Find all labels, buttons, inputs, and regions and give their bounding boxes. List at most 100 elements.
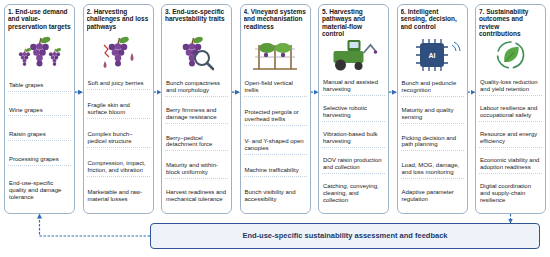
item-list: Table grapesWine grapesRaisin grapesProc… bbox=[8, 74, 71, 210]
list-item: Bunch visibility and accessibility bbox=[244, 188, 307, 205]
flow-arrow bbox=[154, 92, 162, 93]
icon-space bbox=[87, 38, 150, 74]
list-item: Protected pergola or overhead trellis bbox=[244, 108, 307, 126]
sustainability-icon-part bbox=[504, 47, 518, 62]
item-list: Soft and juicy berriesFragile skin and s… bbox=[87, 74, 150, 210]
item-list: Quality-loss reduction and yield retenti… bbox=[479, 74, 542, 210]
list-item: Digital coordination and supply-chain re… bbox=[479, 182, 542, 206]
harvester-icon bbox=[334, 40, 378, 71]
harvester-icon-part bbox=[374, 50, 378, 54]
list-item: Table grapes bbox=[8, 81, 71, 92]
ai-chip-icon-part bbox=[420, 43, 444, 67]
grape-cluster bbox=[49, 47, 62, 66]
list-item: Resource and energy efficiency bbox=[479, 130, 542, 148]
ai-chip-icon bbox=[416, 39, 460, 71]
harvester-icon-part bbox=[355, 62, 363, 70]
harvester-icon-part bbox=[335, 60, 346, 71]
list-item: Manual and assisted harvesting bbox=[322, 78, 385, 96]
list-item: Complex bunch–pedicel structure bbox=[87, 130, 150, 148]
list-item: Picking decision and path planning bbox=[401, 134, 464, 152]
sustainability-icon-part bbox=[505, 52, 515, 62]
inspection-icon bbox=[183, 36, 213, 69]
trellis-icon-part bbox=[264, 53, 268, 57]
flow-arrow bbox=[311, 92, 319, 93]
flow-arrow bbox=[389, 92, 397, 93]
trellis-icon-part bbox=[275, 43, 291, 53]
list-item: Fragile skin and surface bloom bbox=[87, 101, 150, 119]
stage-panel: 5. Harvesting pathways and material-flow… bbox=[318, 4, 389, 214]
damaged-grape-icon-part bbox=[104, 45, 109, 57]
stage-panel: 3. End-use-specific harvestability trait… bbox=[161, 4, 232, 214]
list-item: Catching, conveying, cleaning, and colle… bbox=[322, 182, 385, 206]
harvester-icon-part bbox=[350, 42, 359, 48]
list-item: Maturity and within-block uniformity bbox=[165, 161, 228, 179]
grape-cluster bbox=[30, 36, 51, 67]
harvester-icon-part bbox=[364, 45, 376, 53]
panel-heading: 7. Sustainability outcomes and review co… bbox=[479, 8, 542, 38]
grape-cluster bbox=[109, 36, 130, 67]
list-item: Processing grapes bbox=[8, 155, 71, 166]
list-item: Raisin grapes bbox=[8, 130, 71, 141]
panel-heading: 4. Vineyard systems and mechanisation re… bbox=[244, 8, 307, 38]
item-list: Manual and assisted harvestingSelective … bbox=[322, 74, 385, 210]
feedback-arrow bbox=[40, 214, 151, 236]
trellis-icon-part bbox=[281, 53, 285, 57]
list-item: Wine grapes bbox=[8, 106, 71, 117]
list-item: Load, MOG, damage, and loss monitoring bbox=[401, 161, 464, 179]
damaged-grape-icon bbox=[104, 36, 134, 68]
item-list: Open-field vertical trellisProtected per… bbox=[244, 74, 307, 210]
list-item: Quality-loss reduction and yield retenti… bbox=[479, 78, 542, 96]
list-item: Economic viability and adoption readines… bbox=[479, 156, 542, 174]
sustainability-icon bbox=[498, 42, 524, 68]
inspection-icon-part bbox=[207, 63, 213, 69]
list-item: V- and Y-shaped open canopies bbox=[244, 137, 307, 155]
icon-space bbox=[244, 38, 307, 74]
list-item: Bunch and peduncle recognition bbox=[401, 79, 464, 97]
trellis-icon-part bbox=[259, 43, 275, 53]
feedback-text: End-use-specific sustainability assessme… bbox=[242, 232, 447, 241]
ai-chip-icon-part bbox=[416, 39, 448, 71]
damaged-grape-icon-part bbox=[131, 53, 134, 61]
panel-heading: 3. End-use-specific harvestability trait… bbox=[165, 8, 228, 38]
icon-label: AI bbox=[420, 52, 444, 59]
list-item: Soft and juicy berries bbox=[87, 79, 150, 90]
list-item: Berry firmness and damage resistance bbox=[165, 106, 228, 124]
list-item: Harvest readiness and mechanical toleran… bbox=[165, 188, 228, 205]
list-item: End-use-specific quality and damage tole… bbox=[8, 179, 71, 203]
stage-panel: 2. Harvesting challenges and loss pathwa… bbox=[83, 4, 154, 214]
sustainability-icon-part bbox=[498, 42, 524, 68]
grape-cluster bbox=[19, 47, 32, 66]
list-item: Compression, impact, friction, and vibra… bbox=[87, 159, 150, 177]
item-list: Bunch and peduncle recognitionMaturity a… bbox=[401, 74, 464, 210]
flow-arrow bbox=[232, 92, 240, 93]
damaged-grape-icon-part bbox=[104, 61, 107, 68]
feedback-box: End-use-specific sustainability assessme… bbox=[150, 223, 540, 249]
stage-panel: 6. Intelligent sensing, decision, and co… bbox=[397, 4, 468, 214]
icon-space bbox=[479, 38, 542, 74]
feedback-arrow bbox=[510, 214, 511, 223]
ai-chip-icon-part bbox=[452, 42, 460, 51]
list-item: Maturity and quality sensing bbox=[401, 106, 464, 124]
panel-heading: 6. Intelligent sensing, decision, and co… bbox=[401, 8, 464, 38]
list-item: Open-field vertical trellis bbox=[244, 79, 307, 97]
panel-heading: 2. Harvesting challenges and loss pathwa… bbox=[87, 8, 150, 38]
flow-arrow bbox=[468, 92, 476, 93]
panel-heading: 5. Harvesting pathways and material-flow… bbox=[322, 8, 385, 38]
grape-icon bbox=[19, 36, 62, 67]
stage-panel: 1. End-use demand and value-preservation… bbox=[4, 4, 75, 214]
list-item: Marketable and raw-material losses bbox=[87, 188, 150, 205]
list-item: Vibration-based bulk harvesting bbox=[322, 130, 385, 148]
icon-space bbox=[8, 38, 71, 74]
list-item: Adaptive parameter regulation bbox=[401, 188, 464, 205]
stage-panel: 4. Vineyard systems and mechanisation re… bbox=[240, 4, 311, 214]
harvester-icon-part bbox=[348, 40, 361, 51]
icon-space bbox=[322, 38, 385, 74]
item-list: Bunch compactness and morphologyBerry fi… bbox=[165, 74, 228, 210]
list-item: Machine trafficability bbox=[244, 166, 307, 177]
flow-arrow bbox=[75, 92, 83, 93]
list-item: Labour resilience and occupational safet… bbox=[479, 104, 542, 122]
list-item: Selective robotic harvesting bbox=[322, 104, 385, 122]
list-item: DOV raisin production and collection bbox=[322, 156, 385, 174]
stage-panel: 7. Sustainability outcomes and review co… bbox=[475, 4, 546, 214]
